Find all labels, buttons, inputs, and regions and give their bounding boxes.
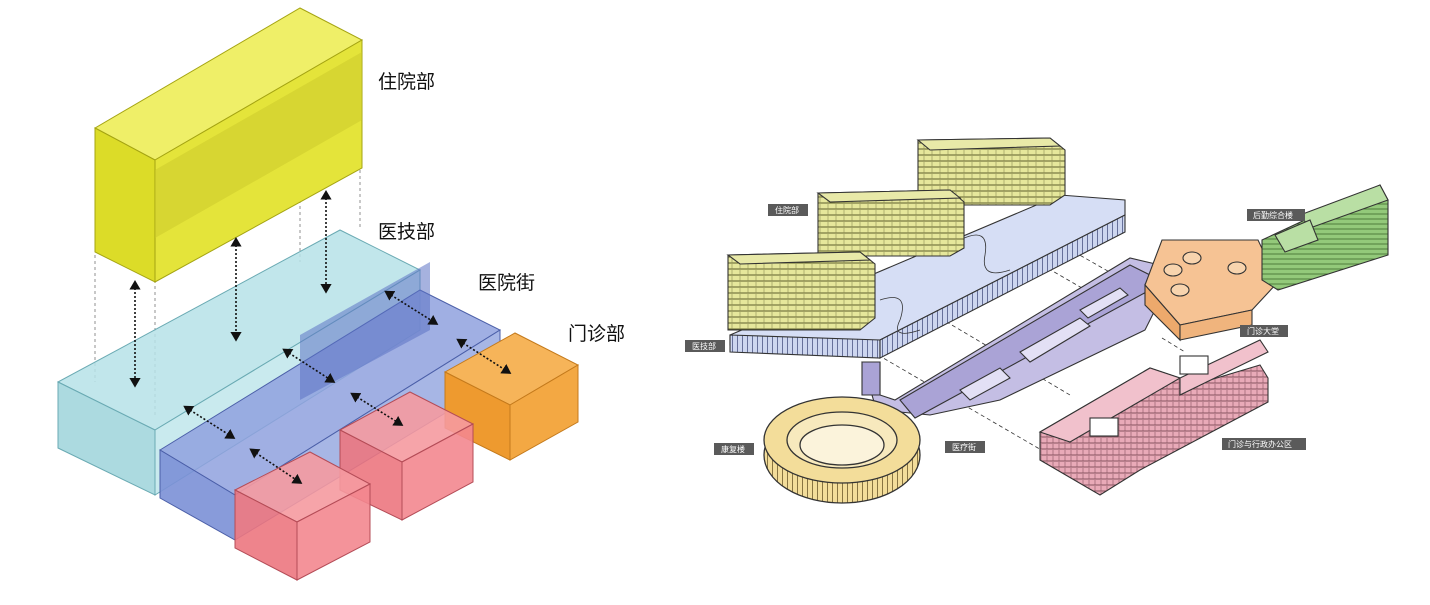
tag-admin: 门诊与行政办公区: [1222, 438, 1306, 450]
svg-text:门诊大堂: 门诊大堂: [1247, 326, 1279, 336]
street-model: [861, 257, 1161, 419]
svg-text:医疗街: 医疗街: [952, 442, 976, 452]
svg-text:后勤综合楼: 后勤综合楼: [1253, 210, 1293, 220]
label-outpatient: 门诊部: [568, 323, 625, 345]
complex-model: [1261, 184, 1389, 291]
svg-text:住院部: 住院部: [775, 205, 799, 215]
inpatient-block: [93, 7, 364, 283]
tag-rehab: 康复楼: [714, 443, 754, 455]
tag-medtech: 医技部: [685, 340, 725, 352]
svg-text:医技部: 医技部: [692, 341, 716, 351]
rehab-model: [763, 396, 921, 504]
svg-text:门诊与行政办公区: 门诊与行政办公区: [1228, 439, 1292, 449]
tag-street: 医疗街: [945, 441, 985, 453]
label-inpatient: 住院部: [378, 71, 435, 93]
svg-text:康复楼: 康复楼: [721, 444, 745, 454]
admin-model: [1038, 339, 1269, 496]
label-street: 医院街: [478, 272, 535, 294]
hall-model: [1144, 239, 1279, 342]
right-axonometric-diagram: 住院部 医技部 康复楼 医疗街 门诊大堂 门诊与行政办公区 后勤综合楼: [685, 137, 1389, 504]
clinic-block-1: [233, 451, 372, 581]
tag-inpatient: 住院部: [768, 204, 808, 216]
tag-hall: 门诊大堂: [1240, 325, 1288, 337]
relation-arrows: [129, 190, 512, 484]
tag-complex: 后勤综合楼: [1247, 209, 1305, 221]
label-medtech: 医技部: [378, 221, 435, 243]
outpatient-block: [443, 332, 580, 461]
left-program-diagram: 住院部 医技部 医院街 门诊部: [56, 7, 625, 581]
inpatient-wards: [726, 137, 1066, 331]
